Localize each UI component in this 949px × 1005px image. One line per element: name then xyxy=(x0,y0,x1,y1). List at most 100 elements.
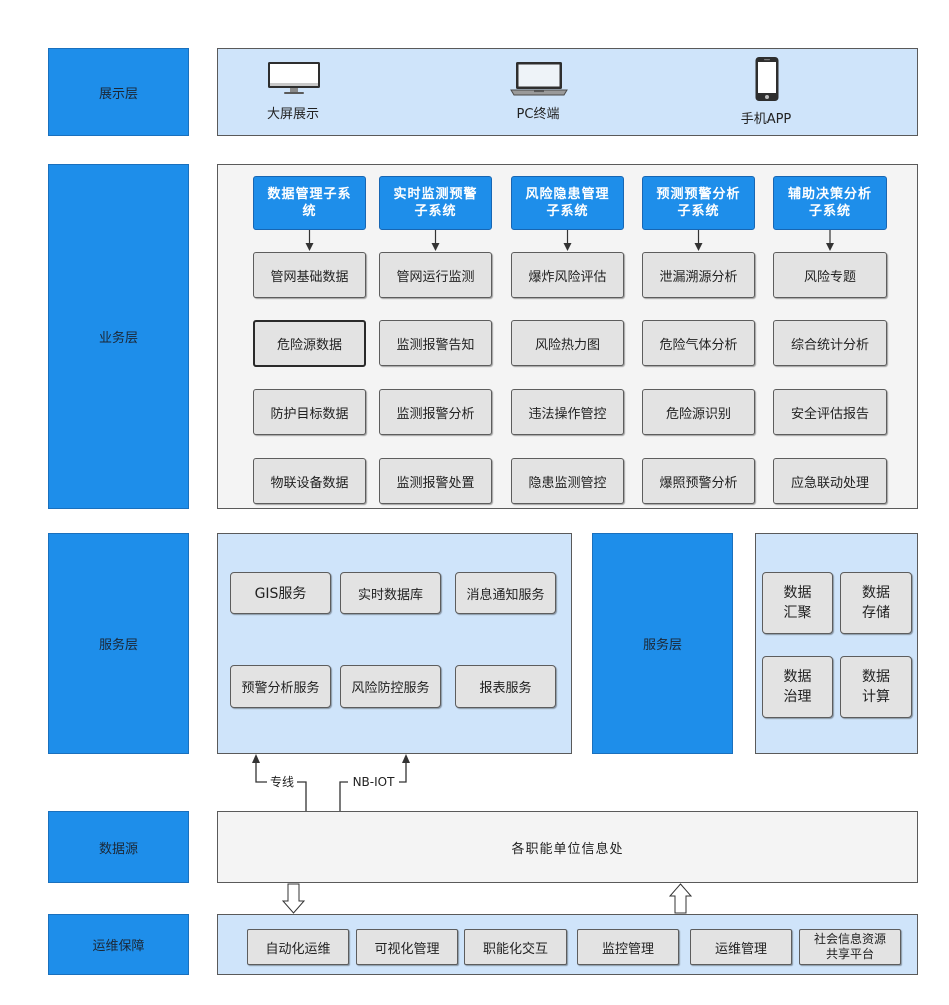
device-label-pc: PC终端 xyxy=(516,107,560,122)
module-label: 风险专题 xyxy=(803,269,856,285)
module-label: 泄漏溯源分析 xyxy=(659,269,738,285)
ops-monitoring-management: 监控管理 xyxy=(577,929,679,965)
ops-intelligent-interaction: 职能化交互 xyxy=(464,929,567,965)
service-label: GIS服务 xyxy=(254,586,307,602)
module-explosion-risk-assessment: 爆炸风险评估 xyxy=(511,252,624,298)
service-center-label: 服务层 xyxy=(642,638,682,653)
presentation-layer-panel xyxy=(217,48,918,136)
module-illegal-operation-control: 违法操作管控 xyxy=(511,389,624,435)
service-gis: GIS服务 xyxy=(230,572,331,614)
module-alarm-analysis: 监测报警分析 xyxy=(379,389,492,435)
service-label: 风险防控服务 xyxy=(351,681,430,696)
service-risk-control: 风险防控服务 xyxy=(340,665,441,708)
subsystem-header-decision-support: 辅助决策分析 子系统 xyxy=(773,176,887,230)
subsystem-header-realtime-monitoring: 实时监测预警 子系统 xyxy=(379,176,492,230)
data-source-text: 各职能单位信息处 xyxy=(511,841,624,857)
data-op-line: 数据 xyxy=(862,669,890,685)
subsystem-header-risk-hazard: 风险隐患管理 子系统 xyxy=(511,176,624,230)
module-label: 综合统计分析 xyxy=(790,337,869,353)
ops-label: 监控管理 xyxy=(601,941,654,957)
module-label: 危险源数据 xyxy=(276,338,342,353)
module-alarm-handling: 监测报警处置 xyxy=(379,458,492,504)
data-op-line: 数据 xyxy=(783,669,812,685)
module-alarm-notification: 监测报警告知 xyxy=(379,320,492,366)
layer-label-text: 展示层 xyxy=(98,86,138,102)
service-warning-analysis: 预警分析服务 xyxy=(230,665,331,708)
module-label: 监测报警分析 xyxy=(396,406,475,422)
device-label-big-screen: 大屏展示 xyxy=(266,107,319,122)
module-hazard-source-identification: 危险源识别 xyxy=(642,389,755,435)
laptop-icon xyxy=(509,61,569,97)
dedicated-line-label: 专线 xyxy=(267,774,297,790)
ops-visual-management: 可视化管理 xyxy=(356,929,458,965)
header-line: 实时监测预警 xyxy=(393,187,478,202)
data-aggregation-box: 数据 汇聚 xyxy=(762,572,833,634)
module-safety-assessment-report: 安全评估报告 xyxy=(773,389,887,435)
service-label: 报表服务 xyxy=(479,681,532,696)
operations-layer-label: 运维保障 xyxy=(48,914,189,975)
header-line: 数据管理子系 xyxy=(267,187,352,202)
module-label: 防护目标数据 xyxy=(270,406,349,422)
module-hidden-danger-monitoring: 隐患监测管控 xyxy=(511,458,624,504)
module-label: 管网运行监测 xyxy=(396,269,475,285)
header-line: 统 xyxy=(302,204,317,219)
service-label: 消息通知服务 xyxy=(466,587,545,603)
module-hazard-source-data: 危险源数据 xyxy=(253,320,366,367)
data-ops-panel xyxy=(755,533,918,754)
monitor-icon xyxy=(267,61,321,95)
header-line: 子系统 xyxy=(677,204,720,219)
module-emergency-response: 应急联动处理 xyxy=(773,458,887,504)
hollow-down-arrow xyxy=(281,883,306,914)
module-label: 监测报警告知 xyxy=(396,337,475,353)
service-report: 报表服务 xyxy=(455,665,556,708)
device-label-mobile-app: 手机APP xyxy=(740,112,792,127)
service-label: 预警分析服务 xyxy=(241,681,320,696)
header-line: 风险隐患管理 xyxy=(525,187,610,202)
service-label: 实时数据库 xyxy=(357,587,423,603)
module-label: 物联设备数据 xyxy=(270,475,349,491)
data-op-line: 计算 xyxy=(862,689,890,705)
phone-icon xyxy=(754,56,780,102)
business-layer-label: 业务层 xyxy=(48,164,189,509)
module-pipe-network-operation-monitoring: 管网运行监测 xyxy=(379,252,492,298)
ops-label: 职能化交互 xyxy=(482,941,548,957)
ops-label: 共享平台 xyxy=(825,947,874,961)
module-label: 安全评估报告 xyxy=(790,406,869,422)
data-op-line: 数据 xyxy=(783,585,812,601)
header-line: 子系统 xyxy=(546,204,589,219)
module-leak-tracing-analysis: 泄漏溯源分析 xyxy=(642,252,755,298)
ops-label: 运维管理 xyxy=(714,941,767,957)
service-center-block: 服务层 xyxy=(592,533,733,754)
data-source-panel: 各职能单位信息处 xyxy=(217,811,918,883)
module-explosion-warning-analysis: 爆照预警分析 xyxy=(642,458,755,504)
hollow-up-arrow xyxy=(668,883,693,914)
data-op-line: 存储 xyxy=(862,605,890,621)
module-pipe-network-basic-data: 管网基础数据 xyxy=(253,252,366,298)
module-hazardous-gas-analysis: 危险气体分析 xyxy=(642,320,755,366)
module-label: 违法操作管控 xyxy=(528,406,607,422)
presentation-layer-label: 展示层 xyxy=(48,48,189,136)
module-label: 危险气体分析 xyxy=(659,337,738,353)
ops-label: 社会信息资源 xyxy=(813,932,886,946)
service-panel xyxy=(217,533,572,754)
data-source-layer-label: 数据源 xyxy=(48,811,189,883)
data-op-line: 数据 xyxy=(862,585,890,601)
service-realtime-database: 实时数据库 xyxy=(340,572,441,614)
data-op-line: 汇聚 xyxy=(783,605,812,621)
module-label: 风险热力图 xyxy=(534,337,600,353)
layer-label-text: 业务层 xyxy=(98,331,138,346)
data-governance-box: 数据 治理 xyxy=(762,656,833,718)
data-storage-box: 数据 存储 xyxy=(840,572,912,634)
subsystem-header-data-management: 数据管理子系 统 xyxy=(253,176,366,230)
module-label: 应急联动处理 xyxy=(790,475,869,491)
ops-automated-operations: 自动化运维 xyxy=(247,929,349,965)
ops-label: 自动化运维 xyxy=(265,941,331,957)
header-line: 预测预警分析 xyxy=(656,187,741,202)
layer-label-text: 服务层 xyxy=(98,638,138,653)
module-label: 隐患监测管控 xyxy=(528,475,607,491)
header-line: 子系统 xyxy=(414,204,457,219)
ops-label: 可视化管理 xyxy=(374,941,440,957)
ops-operations-management: 运维管理 xyxy=(690,929,792,965)
data-op-line: 治理 xyxy=(783,689,812,705)
header-line: 子系统 xyxy=(808,204,851,219)
